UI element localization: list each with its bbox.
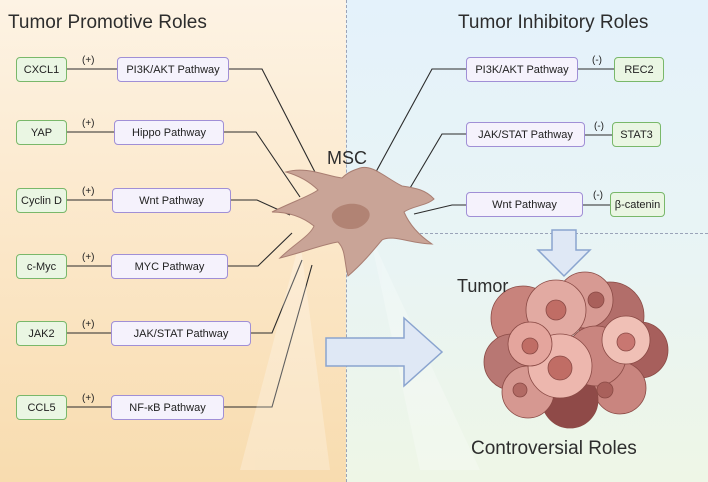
sign-label: (+)	[82, 319, 95, 330]
connector-line	[399, 133, 466, 206]
gene-box-ccl5: CCL5	[16, 395, 67, 420]
sign-label: (+)	[82, 393, 95, 404]
tumor-label: Tumor	[457, 276, 509, 296]
pathway-box-nf-kb: NF-κB Pathway	[111, 395, 224, 420]
inhibitory-title: Tumor Inhibitory Roles	[458, 12, 649, 33]
connector-line	[413, 204, 466, 215]
gene-box-c-myc: c-Myc	[16, 254, 67, 279]
tumor-nucleus	[512, 382, 528, 398]
sign-label: (+)	[82, 118, 95, 129]
sign-label: (-)	[593, 190, 603, 201]
connector-line	[228, 232, 293, 267]
sign-label: (+)	[82, 252, 95, 263]
promotive-title: Tumor Promotive Roles	[8, 12, 207, 33]
tumor-nucleus	[587, 291, 605, 309]
pathway-box-myc: MYC Pathway	[111, 254, 228, 279]
gene-box-rec2: REC2	[614, 57, 664, 82]
connector-lines	[67, 68, 614, 408]
light-ray	[240, 240, 330, 470]
tumor-nucleus	[616, 332, 636, 352]
connector-line	[364, 68, 466, 193]
gene-box-yap: YAP	[16, 120, 67, 145]
connector-line	[251, 259, 303, 334]
sign-label: (+)	[82, 186, 95, 197]
tumor-nucleus	[521, 337, 539, 355]
sign-label: (-)	[594, 121, 604, 132]
gene-box-cxcl1: CXCL1	[16, 57, 67, 82]
pathway-box-hippo: Hippo Pathway	[114, 120, 224, 145]
sign-label: (+)	[82, 55, 95, 66]
gene-box-jak2: JAK2	[16, 321, 67, 346]
arrow-to-tumor	[325, 316, 444, 388]
pathway-box-pi3k-akt-inhibitory: PI3K/AKT Pathway	[466, 57, 578, 82]
connector-line	[224, 131, 301, 198]
pathway-box-jak-stat: JAK/STAT Pathway	[111, 321, 251, 346]
pathway-box-wnt: Wnt Pathway	[112, 188, 231, 213]
sign-label: (-)	[592, 55, 602, 66]
tumor-cluster	[483, 271, 669, 429]
tumor-nucleus	[545, 299, 567, 321]
connector-line	[229, 68, 319, 179]
connector-line	[224, 264, 313, 408]
gene-box-cyclin-d: Cyclin D	[16, 188, 67, 213]
gene-box-stat3: STAT3	[612, 122, 661, 147]
msc-cell	[271, 166, 435, 277]
controversial-title: Controversial Roles	[471, 438, 637, 459]
tumor-nucleus	[596, 381, 614, 399]
msc-nucleus	[331, 203, 370, 230]
arrow-down	[536, 229, 592, 278]
pathway-box-wnt-inhibitory: Wnt Pathway	[466, 192, 583, 217]
gene-box-beta-catenin: β-catenin	[610, 192, 665, 217]
msc-label: MSC	[327, 148, 367, 168]
pathway-box-jak-stat-inhibitory: JAK/STAT Pathway	[466, 122, 585, 147]
tumor-nucleus	[547, 355, 573, 381]
pathway-box-pi3k-akt: PI3K/AKT Pathway	[117, 57, 229, 82]
